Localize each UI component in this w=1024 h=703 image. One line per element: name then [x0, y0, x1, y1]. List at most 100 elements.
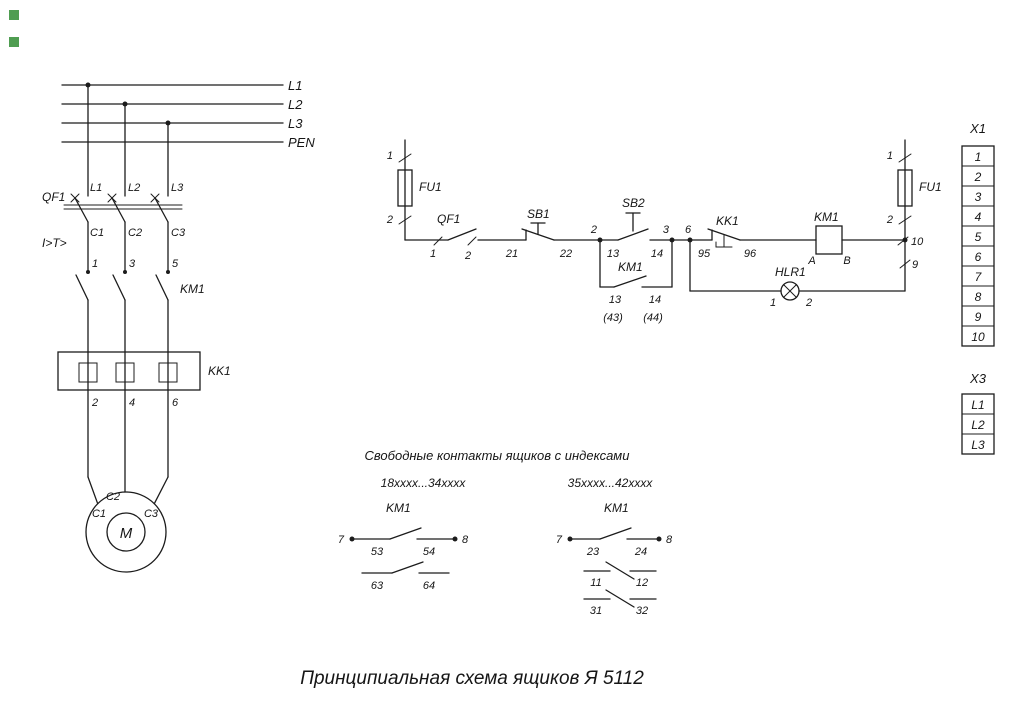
- fu1l-wire-top: 1: [387, 150, 393, 162]
- node-2: 2: [590, 224, 597, 236]
- free-contacts: Свободные контакты ящиков с индексами 18…: [338, 448, 673, 617]
- kk1-contact-label: KK1: [716, 214, 739, 228]
- x1-pin: 6: [975, 250, 982, 264]
- qf1-top-1: L1: [90, 182, 102, 194]
- kk1-pin-2: 2: [91, 397, 98, 409]
- qf1-bottom-3: C3: [171, 227, 186, 239]
- group2-pin-8: 8: [666, 534, 673, 546]
- group2-pin-12: 12: [636, 577, 648, 589]
- group1-pin-8: 8: [462, 534, 469, 546]
- km1-coil-label: KM1: [814, 210, 839, 224]
- qf1-bottom-2: C2: [128, 227, 142, 239]
- km1-aux-pin-43: (43): [603, 312, 623, 324]
- motor-body: [85, 491, 167, 573]
- kk1-thermal-relay: KK1 2 4 6: [57, 351, 231, 409]
- free-contacts-header: Свободные контакты ящиков с индексами: [365, 448, 630, 463]
- x1-pin: 1: [975, 150, 982, 164]
- sb2-pin-13: 13: [607, 248, 620, 260]
- x1-pin: 7: [975, 270, 983, 284]
- fu1l-wire-bottom: 2: [386, 214, 393, 226]
- km1-pin-3: 3: [129, 258, 136, 270]
- motor-pin-c2: C2: [106, 491, 120, 503]
- x3-pin: L2: [971, 418, 985, 432]
- x1-pin: 2: [974, 170, 982, 184]
- node-6: 6: [685, 224, 692, 236]
- wire-mark-9: 9: [912, 259, 918, 271]
- motor-inner-circle: [106, 512, 146, 552]
- sb1-label: SB1: [527, 207, 550, 221]
- km1-aux-pin-13: 13: [609, 294, 622, 306]
- group2-pin-11: 11: [590, 577, 601, 589]
- group1-pin-64: 64: [423, 580, 435, 592]
- kk1-pin-95: 95: [698, 248, 711, 260]
- sb1-pin-21: 21: [505, 248, 518, 260]
- x1-label: X1: [969, 121, 986, 136]
- qf1-top-3: L3: [171, 182, 184, 194]
- group1-pin-53: 53: [371, 546, 384, 558]
- sb2-label: SB2: [622, 196, 645, 210]
- coil-body: [815, 225, 843, 255]
- group2-pin-24: 24: [634, 546, 647, 558]
- group1-km1-label: KM1: [386, 501, 411, 515]
- kk1-label: KK1: [208, 364, 231, 378]
- sb2-pin-14: 14: [651, 248, 663, 260]
- heater-element-1: [78, 362, 98, 383]
- x3-pin: L3: [971, 438, 985, 452]
- x3-body: [961, 393, 995, 455]
- motor-pin-c1: C1: [92, 508, 106, 520]
- motor-letter: M: [120, 525, 133, 542]
- qf1-top-2: L2: [128, 182, 140, 194]
- terminal-block-x3: X3 L1 L2 L3: [961, 371, 995, 455]
- group1-pin-54: 54: [423, 546, 435, 558]
- km1-aux-pin-44: (44): [643, 312, 663, 324]
- km1-aux-pin-14: 14: [649, 294, 661, 306]
- group1-pin-63: 63: [371, 580, 384, 592]
- qf1-aux-pin-2: 2: [464, 250, 471, 262]
- terminal-block-x1: X1 1 2 3 4 5 6 7 8 9 10: [961, 121, 995, 347]
- thermal-relay-body: [57, 351, 201, 391]
- qf1-breaker: QF1 L1 L2 L3 I>T> C1 C2 C3: [42, 182, 186, 273]
- kk1-pin-4: 4: [129, 397, 135, 409]
- fuse-body-left: [397, 169, 413, 207]
- group2-km1-label: KM1: [604, 501, 629, 515]
- fu1r-wire-bottom: 2: [886, 214, 893, 226]
- sb1-pin-22: 22: [559, 248, 572, 260]
- edge-marker-1: [9, 10, 19, 20]
- km1-coil-pin-a: A: [807, 255, 815, 267]
- x3-pin: L1: [971, 398, 984, 412]
- group2-range: 35xxxx...42xxxx: [568, 476, 654, 490]
- node-3: 3: [663, 224, 670, 236]
- qf1-label: QF1: [42, 190, 65, 204]
- group2-pin-7: 7: [556, 534, 563, 546]
- qf1-trip-label: I>T>: [42, 236, 67, 250]
- x1-pin: 9: [975, 310, 982, 324]
- x1-pin: 5: [975, 230, 982, 244]
- kk1-pin-6: 6: [172, 397, 179, 409]
- fuse-body-right: [897, 169, 913, 207]
- qf1-aux-label: QF1: [437, 212, 460, 226]
- x1-pin: 10: [971, 330, 985, 344]
- heater-element-3: [158, 362, 178, 383]
- edge-marker-2: [9, 37, 19, 47]
- wire-mark-10: 10: [911, 236, 924, 248]
- group2-pin-32: 32: [636, 605, 648, 617]
- heater-element-2: [115, 362, 135, 383]
- bus-label-l3: L3: [288, 116, 303, 131]
- x3-label: X3: [969, 371, 987, 386]
- x1-pin: 8: [975, 290, 982, 304]
- hlr1-pin-1: 1: [770, 297, 776, 309]
- qf1-bottom-1: C1: [90, 227, 104, 239]
- drawing-title: Принципиальная схема ящиков Я 5112: [300, 668, 644, 689]
- km1-pin-5: 5: [172, 258, 179, 270]
- qf1-aux-pin-1: 1: [430, 248, 436, 260]
- group2-pin-31: 31: [590, 605, 602, 617]
- control-circuit: 1 2 FU1 QF1 1 2 SB1 21 22 2 SB2 13 14: [386, 139, 942, 324]
- bus-label-pen: PEN: [288, 135, 315, 150]
- hlr1-label: HLR1: [775, 265, 806, 279]
- motor: M C1 C2 C3: [85, 389, 169, 573]
- km1-aux-label: KM1: [618, 260, 643, 274]
- kk1-pin-96: 96: [744, 248, 757, 260]
- x1-pin: 3: [975, 190, 982, 204]
- fu1r-label: FU1: [919, 180, 942, 194]
